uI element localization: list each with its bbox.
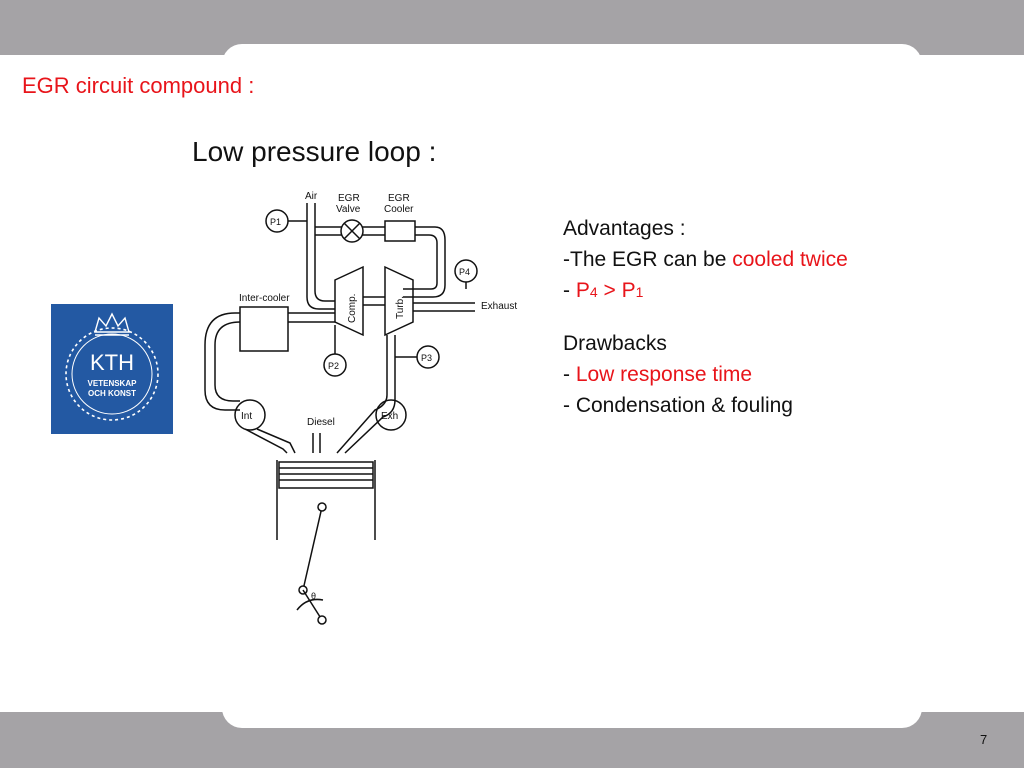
label-comp: Comp.	[347, 294, 358, 323]
label-p3: P3	[421, 353, 432, 363]
text-block: Advantages : -The EGR can be cooled twic…	[563, 213, 848, 421]
drawback-response-prefix: -	[563, 363, 576, 386]
label-exhaust: Exhaust	[481, 301, 517, 312]
label-egr-valve-2: Valve	[336, 204, 361, 215]
p-right: P	[621, 279, 636, 302]
label-egr-cooler-2: Cooler	[384, 204, 414, 215]
advantages-heading: Advantages :	[563, 217, 686, 240]
label-p2: P2	[328, 361, 339, 371]
top-tab	[222, 44, 922, 74]
p-right-sub: 1	[635, 284, 644, 300]
advantage-cooled: -The EGR can be cooled twice	[563, 244, 848, 275]
label-theta: θ	[311, 591, 316, 601]
egr-diagram: Air EGR Valve EGR Cooler Inter-cooler Ex…	[204, 191, 517, 625]
drawback-response: - Low response time	[563, 359, 848, 390]
logo-name: KTH	[90, 350, 134, 375]
section-title: Low pressure loop :	[192, 136, 437, 167]
label-turb: Turb.	[395, 296, 406, 319]
label-exh: Exh	[381, 411, 398, 422]
label-inter-cooler: Inter-cooler	[239, 293, 290, 304]
advantage-cooled-highlight: cooled twice	[732, 248, 848, 271]
p-operator: >	[597, 279, 622, 302]
bottom-tab	[222, 700, 922, 728]
label-int: Int	[241, 411, 252, 422]
label-p4: P4	[459, 267, 470, 277]
page-number: 7	[980, 732, 988, 747]
drawbacks-heading: Drawbacks	[563, 332, 667, 355]
logo-line1: VETENSKAP	[88, 379, 138, 388]
label-egr-cooler-1: EGR	[388, 193, 410, 204]
label-air: Air	[305, 191, 318, 202]
drawback-response-highlight: Low response time	[575, 363, 753, 386]
p-left-sub: 4	[589, 284, 598, 300]
p-left: P	[575, 279, 590, 302]
label-p1: P1	[270, 217, 281, 227]
advantage-cooled-prefix: -The EGR can be	[563, 248, 733, 271]
logo-line2: OCH KONST	[88, 389, 136, 398]
label-egr-valve-1: EGR	[338, 193, 360, 204]
label-diesel: Diesel	[307, 417, 335, 428]
kth-logo: KTH VETENSKAP OCH KONST	[51, 304, 173, 434]
drawback-condensation: - Condensation & fouling	[563, 394, 793, 417]
slide-title: EGR circuit compound :	[22, 73, 255, 98]
advantage-pressure: - P4 > P1	[563, 275, 848, 308]
advantage-pressure-prefix: -	[563, 279, 576, 302]
